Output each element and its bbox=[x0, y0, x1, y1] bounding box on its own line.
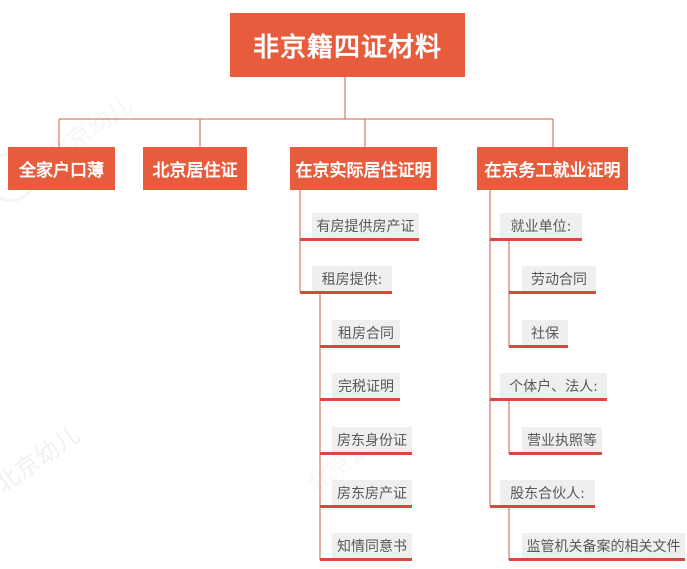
node-social-security: 社保 bbox=[522, 320, 568, 345]
node-labor-contract: 劳动合同 bbox=[522, 266, 596, 291]
underline bbox=[320, 558, 412, 561]
underline bbox=[509, 558, 685, 561]
node-household-register: 全家户口薄 bbox=[8, 147, 115, 190]
underline bbox=[300, 291, 392, 294]
underline bbox=[320, 345, 400, 348]
node-landlord-property-cert: 房东房产证 bbox=[332, 480, 412, 505]
underline bbox=[320, 398, 400, 401]
node-beijing-residence-permit: 北京居住证 bbox=[143, 147, 247, 190]
node-employer-unit: 就业单位: bbox=[500, 213, 582, 238]
node-own-house-property-cert: 有房提供房产证 bbox=[312, 213, 419, 238]
node-business-license: 营业执照等 bbox=[522, 427, 602, 452]
node-regulator-filed-documents: 监管机关备案的相关文件 bbox=[522, 533, 685, 558]
node-informed-consent: 知情同意书 bbox=[332, 533, 412, 558]
underline bbox=[490, 398, 607, 401]
node-landlord-id: 房东身份证 bbox=[332, 427, 412, 452]
node-title: 非京籍四证材料 bbox=[230, 13, 465, 77]
underline bbox=[300, 238, 419, 241]
node-tax-payment-cert: 完税证明 bbox=[332, 373, 400, 398]
underline bbox=[509, 452, 602, 455]
underline bbox=[320, 452, 412, 455]
underline bbox=[490, 505, 595, 508]
node-renting-provide: 租房提供: bbox=[312, 266, 392, 291]
underline bbox=[320, 505, 412, 508]
underline bbox=[509, 291, 596, 294]
underline bbox=[509, 345, 568, 348]
node-rental-contract: 租房合同 bbox=[332, 320, 400, 345]
node-actual-residence-proof: 在京实际居住证明 bbox=[290, 147, 437, 190]
underline bbox=[490, 238, 582, 241]
node-self-employed-legal-person: 个体户、法人: bbox=[500, 373, 607, 398]
node-employment-proof: 在京务工就业证明 bbox=[477, 147, 628, 190]
node-shareholder-partner: 股东合伙人: bbox=[500, 480, 595, 505]
